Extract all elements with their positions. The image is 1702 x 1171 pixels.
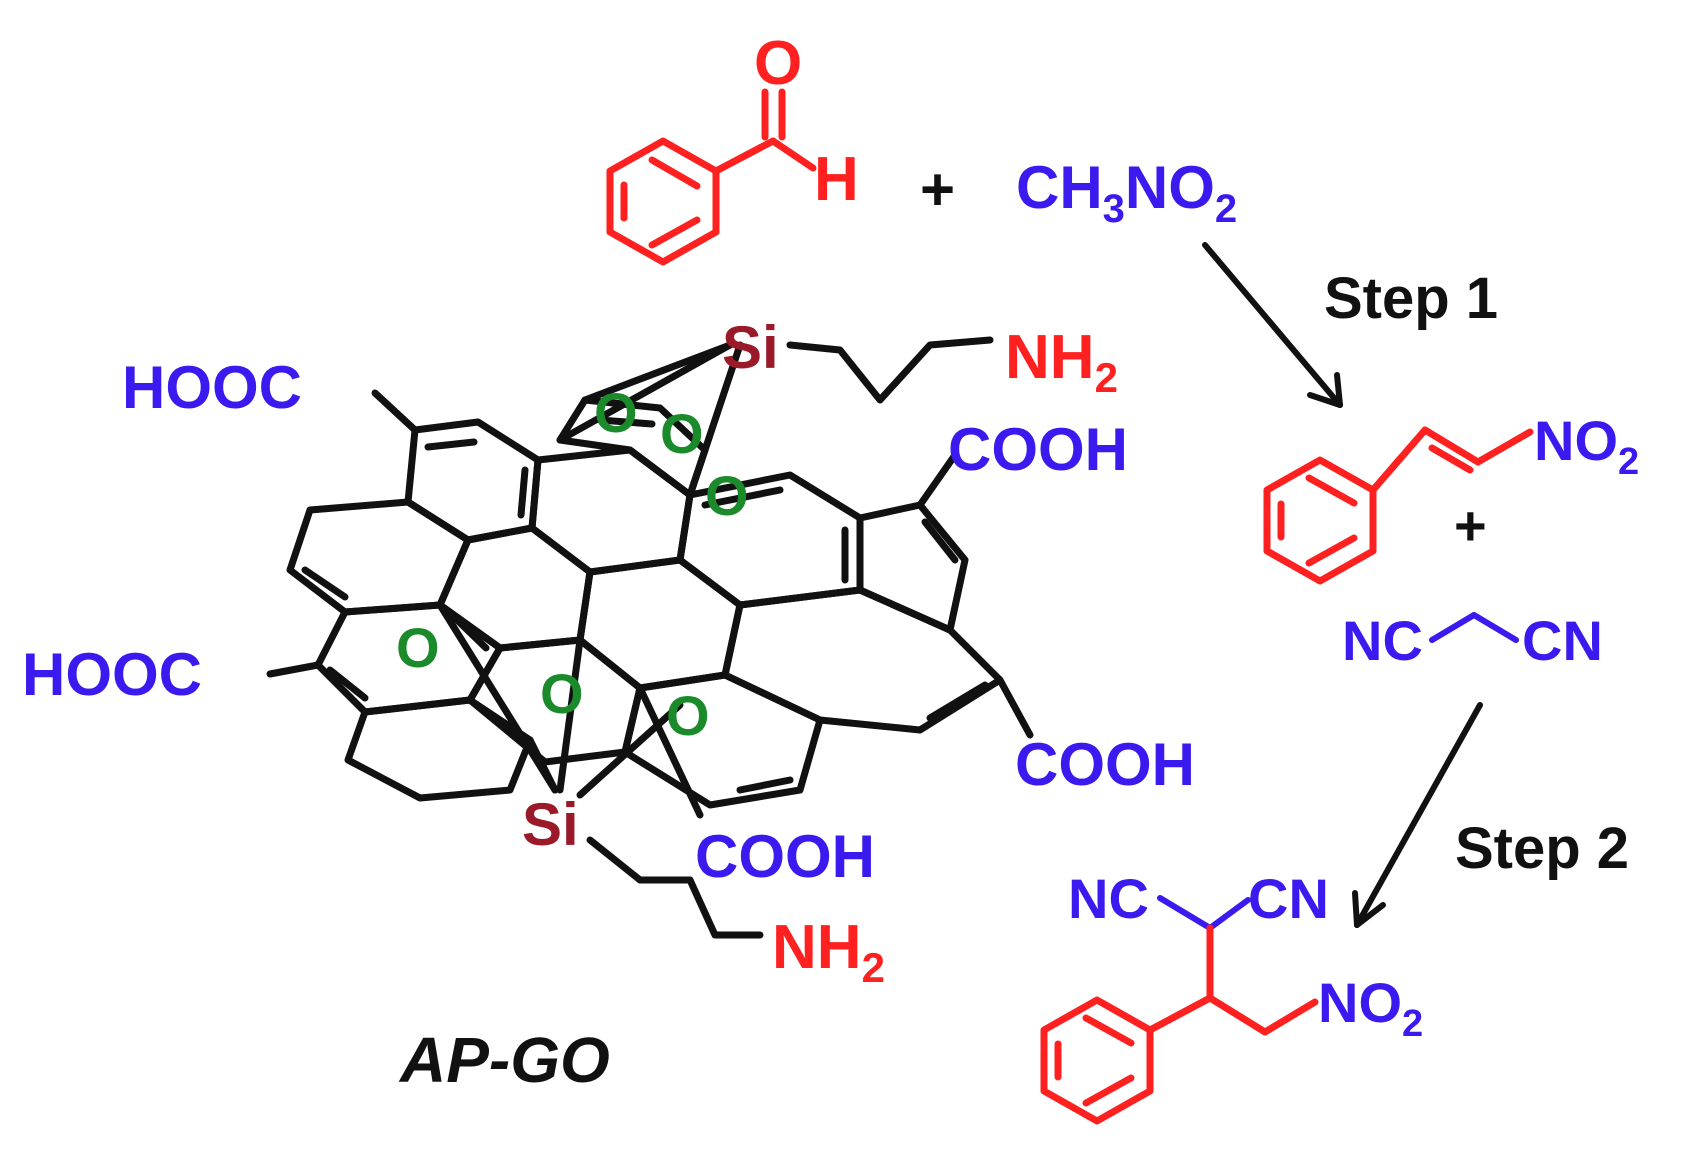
- nitrostyrene-nitro-label: NO2: [1534, 409, 1639, 483]
- graphene-oxide-sheet: [266, 336, 1034, 939]
- plus-sign-2: +: [1454, 494, 1487, 557]
- step1-arrow: [1202, 242, 1343, 408]
- silicon-top-label: Si: [722, 314, 779, 381]
- oxygen-label-1: O: [594, 381, 638, 444]
- oxygen-label-5: O: [540, 662, 584, 725]
- silicon-bottom-label: Si: [522, 791, 579, 858]
- svg-text:CH3NO2: CH3NO2: [1016, 154, 1237, 231]
- plus-sign-1: +: [920, 156, 955, 223]
- oxygen-label-6: O: [666, 684, 710, 747]
- amine-bottom-label: NH2: [772, 913, 885, 991]
- hooc-mid-label: HOOC: [22, 641, 202, 708]
- catalyst-name-label: AP-GO: [398, 1024, 610, 1096]
- product-nc-label: NC: [1068, 867, 1149, 930]
- malononitrile-bonds: [1429, 612, 1519, 643]
- product-nitrile-bonds: [1157, 895, 1251, 931]
- oxygen-label-2: O: [660, 402, 704, 465]
- malononitrile-nc-label: NC: [1342, 609, 1423, 672]
- step2-label: Step 2: [1455, 816, 1629, 881]
- oxygen-label-4: O: [396, 616, 440, 679]
- step1-label: Step 1: [1324, 266, 1498, 331]
- oxygen-label-3: O: [705, 464, 749, 527]
- nitrostyrene: [1263, 426, 1534, 585]
- nitromethane-formula: CH3NO2: [1016, 154, 1237, 231]
- benzaldehyde: [606, 88, 817, 266]
- hooc-top-label: HOOC: [122, 354, 302, 421]
- malononitrile-cn-label: CN: [1522, 609, 1603, 672]
- amine-top-label: NH2: [1005, 323, 1118, 401]
- product-nitro-label: NO2: [1318, 971, 1423, 1045]
- product-skeleton: [1040, 924, 1319, 1125]
- aldehyde-oxygen-label: O: [754, 29, 802, 98]
- cooh-bottom-label: COOH: [695, 823, 875, 890]
- step2-arrow: [1352, 702, 1483, 928]
- cooh-right-bottom-label: COOH: [1015, 731, 1195, 798]
- aldehyde-hydrogen-label: H: [814, 145, 859, 214]
- product-cn-label: CN: [1248, 867, 1329, 930]
- cooh-right-top-label: COOH: [948, 416, 1128, 483]
